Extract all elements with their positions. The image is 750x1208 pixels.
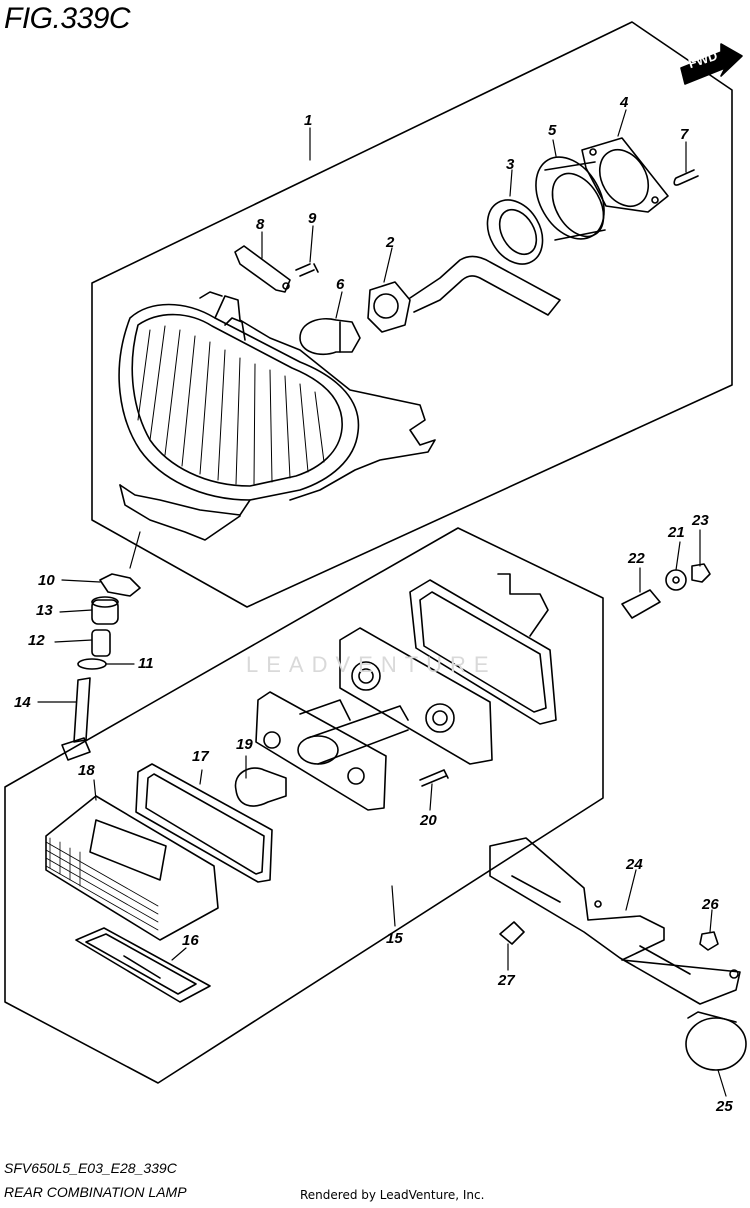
callout-11: 11 <box>138 655 154 672</box>
callout-22: 22 <box>628 550 645 567</box>
damper-13 <box>91 599 119 625</box>
screw-20 <box>419 769 449 787</box>
bolt-14 <box>73 677 91 743</box>
lens-18-hatching <box>45 837 159 931</box>
nut-10 <box>99 573 141 597</box>
callout-19: 19 <box>236 736 253 753</box>
reflector-25 <box>685 1017 747 1071</box>
callout-26: 26 <box>702 896 719 913</box>
direction-indicator: FWD <box>680 44 730 74</box>
callout-7: 7 <box>680 126 689 143</box>
gasket-17 <box>135 763 273 883</box>
bulb-6 <box>299 318 361 356</box>
washer-11 <box>77 658 107 670</box>
bracket-24 <box>489 837 741 1005</box>
callout-4: 4 <box>620 94 629 111</box>
callout-17: 17 <box>192 748 209 765</box>
callout-23: 23 <box>692 512 709 529</box>
nut-26 <box>699 931 719 951</box>
callout-21: 21 <box>668 524 685 541</box>
collar-12 <box>91 629 111 657</box>
lamp-body <box>339 627 493 765</box>
callout-12: 12 <box>28 632 45 649</box>
callout-14: 14 <box>14 694 31 711</box>
callout-16: 16 <box>182 932 199 949</box>
washer-21 <box>665 569 687 591</box>
callout-27: 27 <box>498 972 515 989</box>
group-frame-1 <box>91 21 733 608</box>
callout-13: 13 <box>36 602 53 619</box>
flange-plate <box>581 137 669 213</box>
callout-8: 8 <box>256 216 265 233</box>
bulb-19 <box>234 767 287 807</box>
render-credit: Rendered by LeadVenture, Inc. <box>300 1188 485 1202</box>
nut-23 <box>691 563 711 583</box>
screw-7 <box>673 169 699 186</box>
socket-ring <box>486 199 544 265</box>
lamp-case <box>409 579 557 725</box>
collar-22 <box>621 589 661 619</box>
callout-2: 2 <box>386 234 395 251</box>
callout-24: 24 <box>626 856 643 873</box>
plate-16 <box>75 927 211 1003</box>
lens-hatching <box>137 325 325 485</box>
direction-label: FWD <box>686 47 720 72</box>
bulb-socket <box>367 281 411 333</box>
group-frame-15 <box>4 527 604 1084</box>
callout-9: 9 <box>308 210 317 227</box>
callout-1: 1 <box>304 112 313 129</box>
fwd-arrow-icon <box>680 43 743 85</box>
clip-8 <box>234 245 291 293</box>
grommet-27 <box>499 921 525 945</box>
callout-20: 20 <box>420 812 437 829</box>
callout-3: 3 <box>506 156 515 173</box>
callout-18: 18 <box>78 762 95 779</box>
callout-10: 10 <box>38 572 55 589</box>
callout-5: 5 <box>548 122 557 139</box>
figure-title: FIG.339C <box>4 2 131 35</box>
callout-15: 15 <box>386 930 403 947</box>
figure-name: REAR COMBINATION LAMP <box>4 1184 187 1200</box>
callout-6: 6 <box>336 276 345 293</box>
figure-code: SFV650L5_E03_E28_339C <box>4 1160 177 1176</box>
callout-25: 25 <box>716 1098 733 1115</box>
lamp-base <box>255 691 387 811</box>
screw-9 <box>295 263 319 277</box>
watermark-text: LEADVENTURE <box>246 652 497 677</box>
